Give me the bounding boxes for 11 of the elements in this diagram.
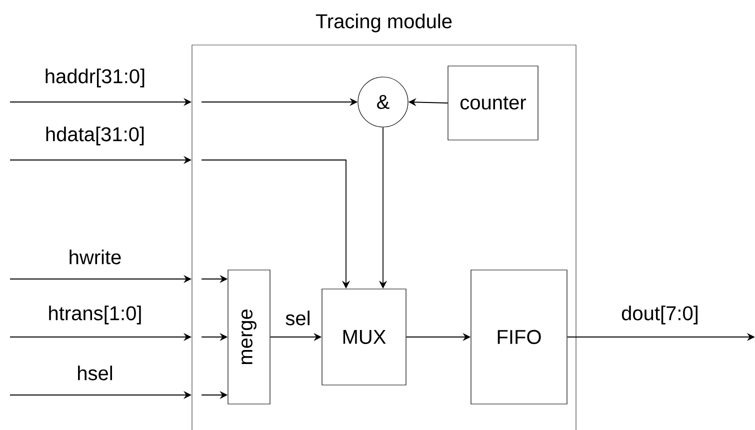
mux-box: MUX (322, 288, 406, 386)
edge-label: hdata[31:0] (46, 126, 144, 146)
edge-label: hwrite (70, 250, 121, 264)
merge-box: merge (228, 270, 270, 404)
edge-label: hsel (78, 366, 112, 380)
counter-box: counter (448, 66, 538, 140)
edge-label: htrans[1:0] (49, 306, 141, 324)
edge-label: haddr[31:0] (46, 68, 144, 88)
fifo-box: FIFO (470, 270, 568, 404)
edge-label: dout[7:0] (622, 306, 698, 324)
edge-label: sel (286, 310, 310, 326)
